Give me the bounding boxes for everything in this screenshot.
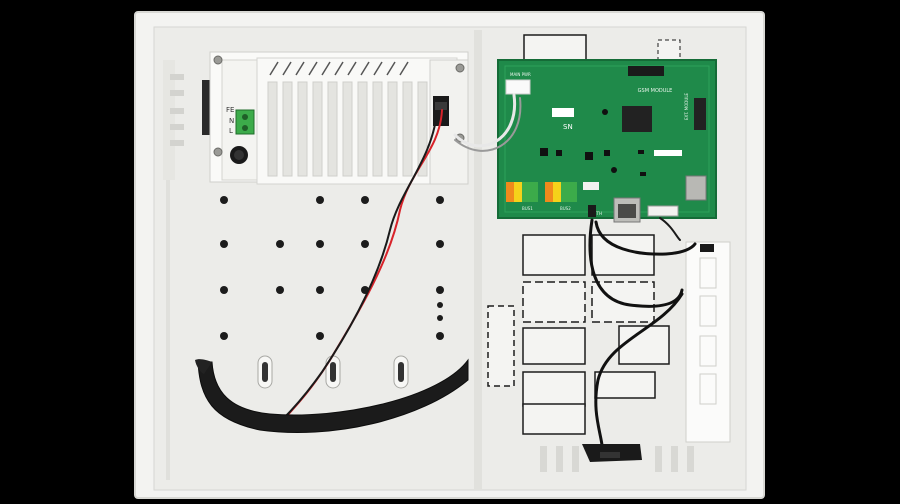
mains-label-fe: FE: [226, 106, 234, 114]
pcb-ext-label: EXT. MODULE: [684, 92, 689, 120]
mains-terminal: [235, 109, 255, 135]
mains-label-l: L: [229, 127, 233, 135]
sim-holder: [685, 175, 707, 201]
pcb-sticker-1: [552, 108, 574, 117]
psu-vent-ribs: [267, 81, 428, 177]
center-rail: [474, 30, 482, 490]
latch-slot: [700, 244, 714, 252]
cable-connector: [582, 444, 642, 462]
pcb-power-connector: [505, 79, 531, 95]
eth-label: ETH: [594, 211, 602, 216]
psu-screws: [213, 55, 465, 157]
pcb-gsm-label: GSM MODULE: [638, 88, 673, 94]
wiring: [281, 93, 697, 447]
mounting-holes: [220, 196, 444, 340]
left-clips: [170, 74, 184, 146]
pcb-header-top: [628, 66, 664, 76]
power-supply: FE N L: [209, 51, 469, 185]
terminal-block-2: [545, 182, 577, 202]
terminal-block-1: [506, 182, 538, 202]
keyhole-slots: [257, 355, 409, 389]
pcb-sticker-2: [654, 150, 682, 156]
pcb-sn-label: SN: [563, 123, 573, 131]
mains-label-n: N: [229, 117, 234, 125]
pcb-ext-connector: [694, 98, 706, 130]
pcb-components: [540, 109, 646, 176]
psu-fins-top: [269, 61, 409, 76]
velcro-strap: [197, 358, 469, 434]
pcb-bottom-header: [647, 205, 679, 217]
bottom-slots: [540, 446, 694, 472]
pcb-main-chip: [622, 106, 652, 132]
right-latch: [685, 241, 731, 443]
bus1-label: BUS1: [522, 206, 533, 211]
pcb-power-label: MAIN PWR: [510, 72, 531, 77]
bus2-label: BUS2: [560, 206, 571, 211]
right-compartments: [487, 234, 670, 435]
gsm-pcb: GSM MODULE EXT. MODULE SN MAIN PWR: [497, 59, 717, 223]
pcb-small-header: [583, 182, 599, 190]
